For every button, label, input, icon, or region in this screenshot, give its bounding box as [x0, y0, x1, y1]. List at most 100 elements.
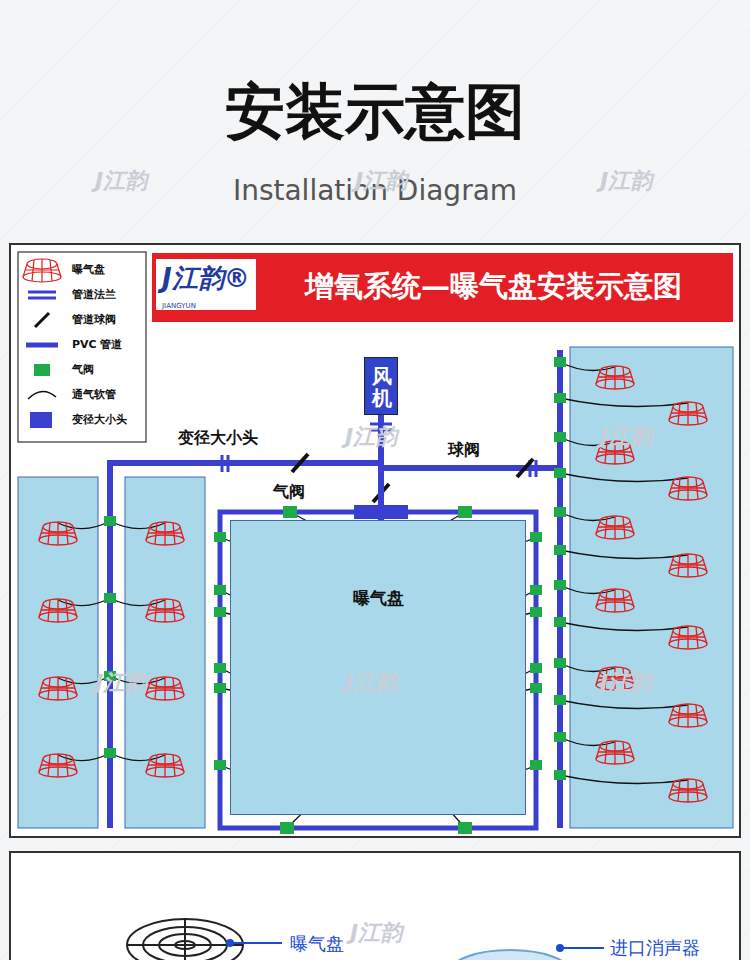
legend-text: 曝气盘 [72, 262, 105, 277]
air-valve [104, 593, 116, 603]
air-valve [104, 516, 116, 526]
watermark: J江韵 [355, 166, 407, 196]
legend-sample [23, 259, 61, 282]
air-valve [530, 532, 542, 542]
aeration-disc [146, 522, 184, 545]
part-label: 曝气盘 [290, 932, 344, 956]
watermark: J江韵 [600, 166, 652, 196]
watermark: J江韵 [345, 422, 397, 452]
aeration-disc [669, 554, 707, 577]
air-valve [554, 770, 566, 780]
air-valve [214, 585, 226, 595]
legend-box [18, 252, 146, 442]
air-valve [554, 357, 566, 367]
leader-lines [227, 940, 604, 951]
aeration-disc [146, 677, 184, 700]
legend-text: 管道法兰 [72, 287, 116, 302]
pond [570, 347, 733, 828]
legend-sample [28, 391, 56, 399]
part-label: 球阀 [448, 440, 480, 461]
aeration-disc [669, 704, 707, 727]
pvc-pipes [110, 350, 560, 828]
aeration-disc [596, 589, 634, 612]
air-valve [281, 823, 293, 833]
blower-label: 风机 [372, 365, 392, 409]
air-valve [554, 695, 566, 705]
air-valve [214, 663, 226, 673]
air-valve [214, 607, 226, 617]
watermark: J江韵 [600, 422, 652, 452]
air-valve [554, 732, 566, 742]
silencer [450, 950, 570, 960]
legend-text: 变径大小头 [72, 412, 127, 427]
legend-text: 通气软管 [72, 387, 116, 402]
diagram-frame [10, 244, 740, 837]
air-hose [560, 398, 688, 407]
air-valve [458, 506, 472, 518]
pond-box: 曝气盘 [230, 520, 526, 815]
watermark: J江韵 [350, 918, 402, 948]
pond [18, 477, 98, 828]
air-valve [214, 532, 226, 542]
legend-sample [30, 412, 52, 428]
air-hose [560, 700, 688, 709]
air-valve [104, 516, 116, 526]
air-valve [459, 823, 471, 833]
air-valve [554, 507, 566, 517]
aeration-disc [669, 477, 707, 500]
air-valve [554, 432, 566, 442]
watermark: J江韵 [600, 668, 652, 698]
watermark: J江韵 [345, 668, 397, 698]
legend-sample [35, 313, 49, 327]
page-title: 安装示意图 [0, 72, 750, 153]
blower-box: 风机 [364, 357, 398, 415]
air-valve [554, 580, 566, 590]
brand-tagline: JIANGYUN [162, 302, 196, 310]
air-valve [104, 748, 116, 758]
disc-label: 曝气盘 [231, 587, 525, 610]
air-valve [530, 760, 542, 770]
air-valve [554, 658, 566, 668]
pond [125, 477, 205, 828]
air-valve [554, 393, 566, 403]
legend-text: 管道球阀 [72, 312, 116, 327]
aeration-disc [669, 626, 707, 649]
air-valve [283, 506, 297, 518]
air-valve [530, 683, 542, 693]
disc-detail [127, 919, 243, 960]
legend-sample [26, 345, 58, 346]
aeration-disc [669, 402, 707, 425]
legend-text: 气阀 [72, 362, 94, 377]
aeration-disc [596, 366, 634, 389]
pvc-pipe [381, 465, 560, 471]
air-valves [104, 357, 566, 834]
air-valve [530, 585, 542, 595]
air-valve [459, 507, 471, 517]
air-valve [214, 683, 226, 693]
part-label: 进口消声器 [610, 936, 700, 960]
air-hose [560, 622, 688, 631]
air-valve [530, 663, 542, 673]
air-hose [560, 473, 688, 482]
aeration-disc [39, 677, 77, 700]
aeration-disc [39, 754, 77, 777]
aeration-disc [596, 516, 634, 539]
legend-text: PVC 管道 [72, 337, 122, 352]
air-valve [554, 545, 566, 555]
air-hose [560, 550, 688, 559]
air-hose [560, 775, 688, 784]
title-banner: J江韵®增氧系统—曝气盘安装示意图 [152, 253, 733, 322]
watermark: J江韵 [95, 166, 147, 196]
air-valve [530, 607, 542, 617]
legend-sample [28, 292, 56, 298]
part-label: 变径大小头 [178, 428, 258, 449]
part-label: 气阀 [273, 482, 305, 503]
aeration-disc [146, 599, 184, 622]
aeration-disc [146, 754, 184, 777]
aeration-disc [23, 259, 61, 282]
aeration-disc [39, 599, 77, 622]
air-valve [554, 617, 566, 627]
aeration-disc [669, 779, 707, 802]
